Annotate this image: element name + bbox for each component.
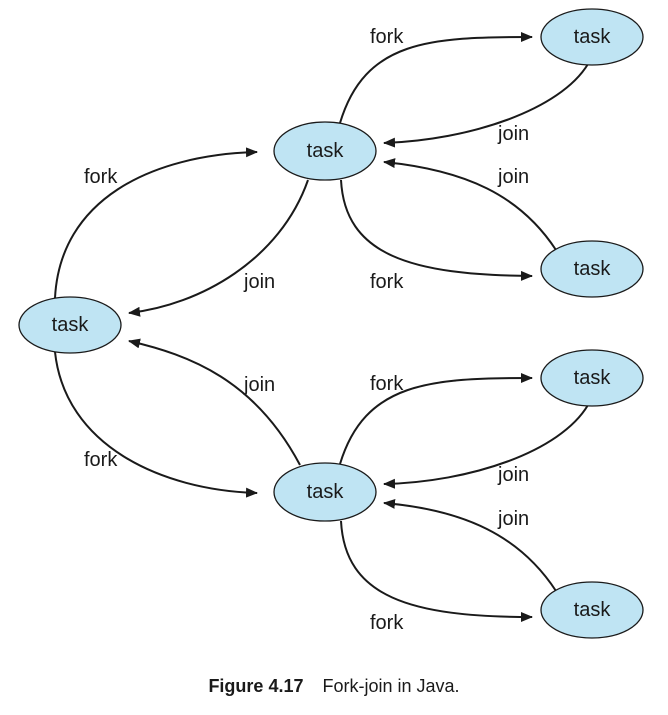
task-node-bottom-label: task — [307, 481, 345, 503]
label-join-bottom-root: join — [243, 374, 275, 396]
edge-top-fork-tr2 — [340, 179, 533, 281]
edge-top-join-root — [128, 179, 309, 317]
edge-top-fork-tr1 — [339, 32, 533, 124]
task-node-top-right-2: task — [540, 240, 644, 298]
label-join-br2-bottom: join — [497, 508, 529, 530]
task-node-bottom-right-2-label: task — [574, 599, 612, 621]
figure-number: Figure 4.17 — [208, 676, 304, 696]
figure-caption-text: Fork-join in Java. — [322, 676, 460, 696]
edge-root-fork-top — [54, 147, 258, 299]
label-join-top-root: join — [243, 271, 275, 293]
edge-bottom-fork-br2 — [340, 520, 533, 622]
task-node-root: task — [18, 296, 122, 354]
task-node-bottom: task — [273, 462, 377, 522]
edge-root-fork-bottom — [54, 351, 258, 498]
task-node-bottom-right-2: task — [540, 581, 644, 639]
edge-tr1-join-top — [383, 63, 589, 148]
task-node-bottom-right-1: task — [540, 349, 644, 407]
task-node-root-label: task — [52, 314, 90, 336]
task-node-bottom-right-1-label: task — [574, 367, 612, 389]
label-fork-root-top: fork — [84, 166, 118, 188]
task-node-top-label: task — [307, 140, 345, 162]
label-fork-bottom-br1: fork — [370, 373, 404, 395]
label-fork-root-bottom: fork — [84, 449, 118, 471]
edge-br2-join-bottom — [383, 498, 557, 592]
task-node-top: task — [273, 121, 377, 181]
label-fork-top-tr1: fork — [370, 26, 404, 48]
edge-br1-join-bottom — [383, 404, 589, 489]
edge-tr2-join-top — [383, 158, 557, 251]
figure-caption: Figure 4.17 Fork-join in Java. — [0, 676, 668, 697]
label-join-tr2-top: join — [497, 166, 529, 188]
label-fork-top-tr2: fork — [370, 271, 404, 293]
task-node-top-right-2-label: task — [574, 258, 612, 280]
edge-bottom-join-root — [128, 338, 301, 466]
edge-bottom-fork-br1 — [339, 373, 533, 465]
fork-join-diagram: fork join join fork fork join join fork … — [18, 8, 644, 639]
label-join-br1-bottom: join — [497, 464, 529, 486]
label-join-tr1-top: join — [497, 123, 529, 145]
task-node-top-right-1: task — [540, 8, 644, 66]
task-node-top-right-1-label: task — [574, 26, 612, 48]
label-fork-bottom-br2: fork — [370, 612, 404, 634]
